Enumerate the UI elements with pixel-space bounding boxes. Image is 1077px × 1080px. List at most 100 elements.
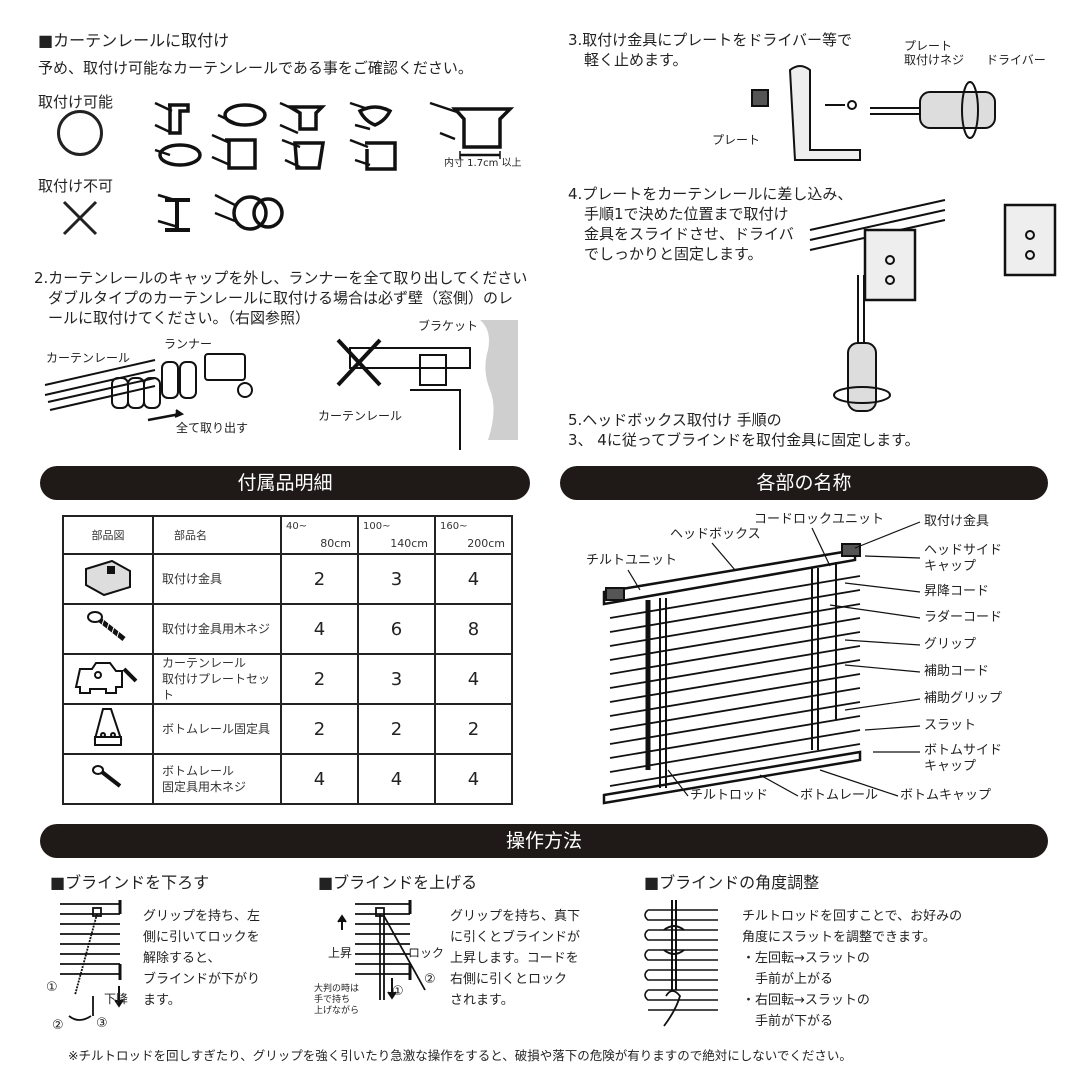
label-bottom-side-cap-1: ボトムサイド (924, 743, 1003, 758)
lower-blind-illustration (60, 900, 124, 1021)
step4-line4: でしっかりと固定します。 (584, 245, 763, 263)
large-blind-note: 大判の時は 手で持ち 上げながら (314, 984, 360, 1016)
mountable-label: 取付け可能 (38, 93, 114, 111)
label-lift-cord: 昇降コード (924, 584, 990, 599)
label-bracket: ブラケット (418, 319, 479, 333)
size3-from: 160~ (440, 521, 468, 532)
label-remove-all: 全て取り出す (176, 421, 249, 435)
part-name: ボトムレール固定具用木ネジ (152, 753, 282, 805)
qty-size2: 3 (357, 653, 436, 705)
qty-size3: 4 (434, 753, 513, 805)
size3-to: 200cm (467, 537, 505, 550)
double-rail-bracket-illustration (336, 320, 518, 450)
part-name: カーテンレール取付けプレートセット (152, 653, 282, 705)
wood-screw-icon (62, 603, 154, 655)
step4-line2: 手順1で決めた位置まで取付け (584, 205, 789, 223)
size1-to: 80cm (320, 537, 351, 550)
label-slat: スラット (924, 718, 977, 733)
qty-size2: 2 (357, 703, 436, 755)
header-part-image: 部品図 (62, 515, 154, 555)
label-grip: グリップ (924, 637, 977, 652)
rail-profile-icons (154, 101, 515, 232)
lower-blind-instructions: グリップを持ち、左 側に引いてロックを 解除すると、 ブラインドが下がり ます。 (143, 909, 261, 1008)
qty-size1: 2 (280, 703, 359, 755)
bottom-rail-holder-icon (62, 703, 154, 755)
curtain-rail-runner-illustration (44, 353, 253, 422)
section-curtain-rail-subtitle: 予め、取付け可能なカーテンレールである事をご確認ください。 (38, 59, 473, 77)
raise-blind-instructions: グリップを持ち、真下 に引くとブラインドが 上昇します。コードを 右側に引くとロ… (450, 909, 581, 1008)
lower-blind-heading: ■ブラインドを下ろす (50, 873, 210, 892)
label-lock: ロック (408, 946, 445, 960)
bracket-plate-driver-illustration (751, 65, 996, 161)
header-size-100-140: 100~ 140cm (357, 515, 436, 555)
not-mountable-label: 取付け不可 (38, 177, 114, 195)
names-section-header: 各部の名称 (560, 466, 1048, 500)
tilt-rod-illustration (644, 900, 718, 1027)
step3-line2: 軽く止めます。 (584, 51, 688, 69)
label-cord-lock-unit: コードロックユニット (754, 512, 885, 527)
step2-line1: 2.カーテンレールのキャップを外し、ランナーを全て取り出してください (34, 269, 528, 287)
qty-size3: 4 (434, 553, 513, 605)
safety-warning-note: ※チルトロッドを回しすぎたり、グリップを強く引いたり急激な操作をすると、破損や落… (68, 1048, 852, 1063)
tilt-blind-heading: ■ブラインドの角度調整 (644, 873, 820, 892)
qty-size2: 4 (357, 753, 436, 805)
size2-to: 140cm (390, 537, 428, 550)
label-curtain-rail: カーテンレール (46, 351, 131, 365)
label-plate: プレート (712, 133, 761, 147)
qty-size3: 4 (434, 653, 513, 705)
label-up: 上昇 (328, 946, 353, 960)
label-plate-screw-2: 取付けネジ (904, 53, 965, 67)
step5-line2: 3、 4に従ってブラインドを取付金具に固定します。 (568, 431, 920, 449)
step5-line1: 5.ヘッドボックス取付け 手順の (568, 411, 782, 429)
raise-blind-illustration (337, 900, 426, 1000)
label-bracket: 取付け金具 (924, 514, 990, 529)
qty-size1: 2 (280, 553, 359, 605)
header-part-name: 部品名 (152, 515, 282, 555)
qty-size1: 4 (280, 753, 359, 805)
label-plate-screw-1: プレート (904, 39, 953, 53)
label-head-box: ヘッドボックス (670, 527, 761, 542)
size1-from: 40~ (286, 521, 308, 532)
operation-section-header: 操作方法 (40, 824, 1048, 858)
step4-line3: 金具をスライドさせ、ドライバ (584, 225, 794, 243)
parts-table-header-row: 部品図 部品名 40~ 80cm 100~ 140cm 160~ 200cm (62, 515, 513, 555)
step4-line1: 4.プレートをカーテンレールに差し込み、 (568, 185, 853, 203)
table-row: ボトムレール固定具用木ネジ 4 4 4 (62, 753, 513, 805)
header-size-40-80: 40~ 80cm (280, 515, 359, 555)
bracket-icon (62, 553, 154, 605)
qty-size3: 8 (434, 603, 513, 655)
label-curtain-rail-2: カーテンレール (318, 409, 403, 423)
label-bottom-rail: ボトムレール (800, 788, 879, 803)
qty-size1: 2 (280, 653, 359, 705)
leader-lines (627, 521, 921, 797)
table-row: 取付け金具 2 3 4 (62, 553, 513, 605)
label-driver: ドライバー (986, 53, 1046, 67)
step-2-marker: ② (52, 1018, 64, 1033)
step3-line1: 3.取付け金具にプレートをドライバー等で (568, 31, 853, 49)
label-aux-cord: 補助コード (924, 664, 990, 679)
slide-bracket-illustration (809, 199, 1057, 412)
plate-set-icon (62, 653, 154, 705)
dimension-note: 内寸 1.7cm 以上 (444, 158, 522, 169)
cross-ng-icon (62, 200, 98, 236)
label-aux-grip: 補助グリップ (924, 691, 1003, 706)
table-row: 取付け金具用木ネジ 4 6 8 (62, 603, 513, 655)
part-name: ボトムレール固定具 (152, 703, 282, 755)
step-1-marker: ① (46, 980, 58, 995)
raise-blind-heading: ■ブラインドを上げる (318, 873, 478, 892)
qty-size2: 3 (357, 553, 436, 605)
label-runner: ランナー (164, 337, 213, 351)
label-tilt-rod: チルトロッド (690, 788, 769, 803)
label-down: 下降 (104, 992, 129, 1006)
label-head-side-cap-2: キャップ (924, 559, 977, 574)
label-ladder-cord: ラダーコード (924, 610, 1003, 625)
part-name: 取付け金具用木ネジ (152, 603, 282, 655)
step2-line2: ダブルタイプのカーテンレールに取付ける場合は必ず壁（窓側）のレ (48, 289, 514, 307)
step2-line3: ールに取付けてください。（右図参照） (48, 309, 311, 327)
table-row: ボトムレール固定具 2 2 2 (62, 703, 513, 755)
qty-size1: 4 (280, 603, 359, 655)
section-curtain-rail-title: ■カーテンレールに取付け (38, 31, 230, 50)
label-tilt-unit: チルトユニット (586, 553, 678, 568)
circle-ok-icon (57, 110, 103, 156)
parts-section-header: 付属品明細 (40, 466, 530, 500)
